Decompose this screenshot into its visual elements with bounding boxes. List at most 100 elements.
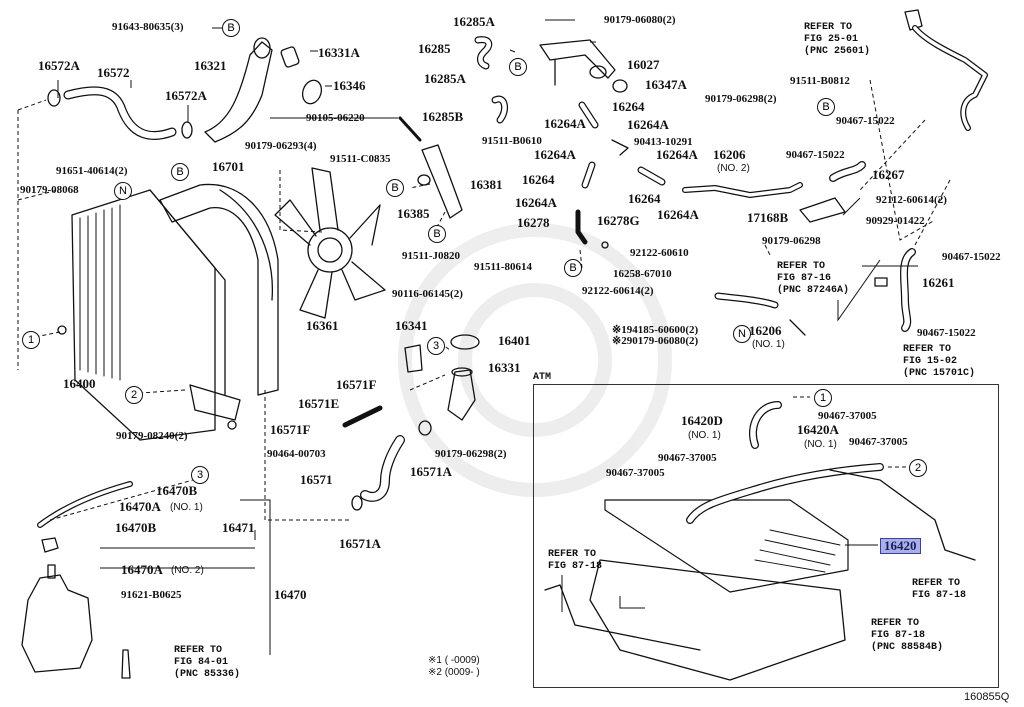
- part-label[interactable]: 16470B: [156, 483, 198, 498]
- fan-shroud: [159, 183, 279, 396]
- part-label[interactable]: 16470: [274, 587, 307, 602]
- part-label[interactable]: 91643-80635(3): [112, 21, 184, 33]
- part-label[interactable]: 16278G: [597, 213, 640, 228]
- part-label[interactable]: 16385: [397, 206, 430, 221]
- part-label[interactable]: 16470A: [121, 562, 163, 577]
- refer-fig-87-18-right[interactable]: REFER TO FIG 87-18: [912, 578, 966, 602]
- part-label[interactable]: 16264: [522, 172, 555, 187]
- part-label[interactable]: 16331A: [318, 45, 360, 60]
- part-label[interactable]: 90467-15022: [917, 327, 976, 339]
- part-label[interactable]: 16264A: [657, 207, 699, 222]
- part-label[interactable]: 91511-B0610: [482, 135, 542, 147]
- part-label[interactable]: 16206: [713, 147, 746, 162]
- part-label[interactable]: 16285A: [424, 71, 466, 86]
- part-label[interactable]: 16264A: [656, 147, 698, 162]
- part-label[interactable]: 90116-06145(2): [392, 288, 463, 300]
- part-label[interactable]: 16381: [470, 177, 503, 192]
- part-label[interactable]: 90467-15022: [836, 115, 895, 127]
- refer-fig-87-16[interactable]: REFER TO FIG 87-16 (PNC 87246A): [777, 261, 849, 297]
- part-label[interactable]: 92122-60614(2): [582, 285, 654, 297]
- part-label[interactable]: 16285: [418, 41, 451, 56]
- part-label[interactable]: ※290179-06080(2): [612, 335, 699, 347]
- part-label[interactable]: 16571A: [339, 536, 381, 551]
- part-label[interactable]: 90467-37005: [658, 452, 717, 464]
- footnote-2: ※2 (0009- ): [428, 667, 480, 678]
- part-label[interactable]: 91511-80614: [474, 261, 533, 273]
- part-label[interactable]: 90467-37005: [818, 410, 877, 422]
- part-label[interactable]: 90929-01422: [866, 215, 925, 227]
- part-label[interactable]: 90105-06220: [306, 112, 365, 124]
- part-label[interactable]: 90467-15022: [942, 251, 1001, 263]
- part-label[interactable]: ※194185-60600(2): [612, 324, 699, 336]
- part-label[interactable]: 16206: [749, 323, 782, 338]
- marker-b: B: [428, 225, 446, 243]
- part-label[interactable]: 16571E: [298, 396, 340, 411]
- part-label[interactable]: 16264A: [534, 147, 576, 162]
- part-label[interactable]: 92122-60610: [630, 247, 689, 259]
- refer-line: FIG 87-18: [871, 630, 926, 641]
- part-label[interactable]: 16346: [333, 78, 366, 93]
- part-label[interactable]: 16400: [63, 376, 96, 391]
- part-label[interactable]: 16027: [627, 57, 660, 72]
- part-label[interactable]: 16321: [194, 58, 227, 73]
- coolant-reservoir: [21, 574, 93, 673]
- refer-fig-84-01[interactable]: REFER TO FIG 84-01 (PNC 85336): [174, 645, 240, 681]
- part-label[interactable]: 16571F: [270, 422, 311, 437]
- part-label[interactable]: 16267: [872, 167, 905, 182]
- part-label[interactable]: 17168B: [747, 210, 789, 225]
- part-label[interactable]: 91511-C0835: [330, 153, 391, 165]
- part-label[interactable]: 91651-40614(2): [56, 165, 128, 177]
- part-label[interactable]: 16571F: [336, 377, 377, 392]
- refer-line: REFER TO: [912, 578, 961, 589]
- part-label[interactable]: 90467-37005: [849, 436, 908, 448]
- part-label[interactable]: 16701: [212, 159, 245, 174]
- part-label[interactable]: 16285A: [453, 14, 495, 29]
- part-label[interactable]: 16420A: [797, 422, 839, 437]
- refer-fig-87-18-pnc[interactable]: REFER TO FIG 87-18 (PNC 88584B): [871, 618, 943, 654]
- part-label[interactable]: 16261: [922, 275, 955, 290]
- part-label[interactable]: 16331: [488, 360, 521, 375]
- part-label[interactable]: 91621-B0625: [121, 589, 182, 601]
- part-label[interactable]: 91511-J0820: [402, 250, 461, 262]
- part-label[interactable]: 16571: [300, 472, 333, 487]
- part-label[interactable]: 90179-06080(2): [604, 14, 676, 26]
- part-label[interactable]: 16572: [97, 65, 130, 80]
- refer-fig-25-01[interactable]: REFER TO FIG 25-01 (PNC 25601): [804, 22, 870, 58]
- part-label[interactable]: 16471: [222, 520, 255, 535]
- part-label[interactable]: 90179-06298: [762, 235, 821, 247]
- part-label[interactable]: 16470A: [119, 499, 161, 514]
- part-label[interactable]: 90179-08240(2): [116, 430, 188, 442]
- part-label[interactable]: 90413-10291: [634, 136, 693, 148]
- part-label[interactable]: 16470B: [115, 520, 157, 535]
- part-label[interactable]: 90179-08068: [20, 184, 79, 196]
- refer-fig-15-02[interactable]: REFER TO FIG 15-02 (PNC 15701C): [903, 344, 975, 380]
- refer-line: FIG 87-18: [548, 561, 603, 572]
- atm-section-box: [533, 384, 999, 688]
- part-label[interactable]: 16571A: [410, 464, 452, 479]
- part-label[interactable]: 16572A: [38, 58, 80, 73]
- part-label[interactable]: 90179-06293(4): [245, 140, 317, 152]
- part-label[interactable]: 90467-37005: [606, 467, 665, 479]
- part-label[interactable]: 16278: [517, 215, 550, 230]
- part-label[interactable]: 92112-60614(2): [876, 194, 947, 206]
- part-label[interactable]: 16420D: [681, 413, 723, 428]
- part-label[interactable]: 16361: [306, 318, 339, 333]
- part-label[interactable]: 16264A: [515, 195, 557, 210]
- part-label[interactable]: 16341: [395, 318, 428, 333]
- part-label[interactable]: 16264: [612, 99, 645, 114]
- refer-fig-87-18-left[interactable]: REFER TO FIG 87-18: [548, 549, 602, 573]
- part-label[interactable]: 91511-B0812: [790, 75, 850, 87]
- part-label[interactable]: 90464-00703: [267, 448, 326, 460]
- part-label[interactable]: 16258-67010: [613, 268, 672, 280]
- part-label[interactable]: 90179-06298(2): [435, 448, 507, 460]
- part-label[interactable]: 16572A: [165, 88, 207, 103]
- part-label[interactable]: 16264A: [544, 116, 586, 131]
- part-label[interactable]: 16264: [628, 191, 661, 206]
- part-label[interactable]: 16401: [498, 333, 531, 348]
- part-label[interactable]: 16264A: [627, 117, 669, 132]
- part-label[interactable]: 16347A: [645, 77, 687, 92]
- part-label-16420-highlighted[interactable]: 16420: [880, 538, 921, 554]
- part-label[interactable]: 90467-15022: [786, 149, 845, 161]
- part-label[interactable]: 16285B: [422, 109, 464, 124]
- part-label[interactable]: 90179-06298(2): [705, 93, 777, 105]
